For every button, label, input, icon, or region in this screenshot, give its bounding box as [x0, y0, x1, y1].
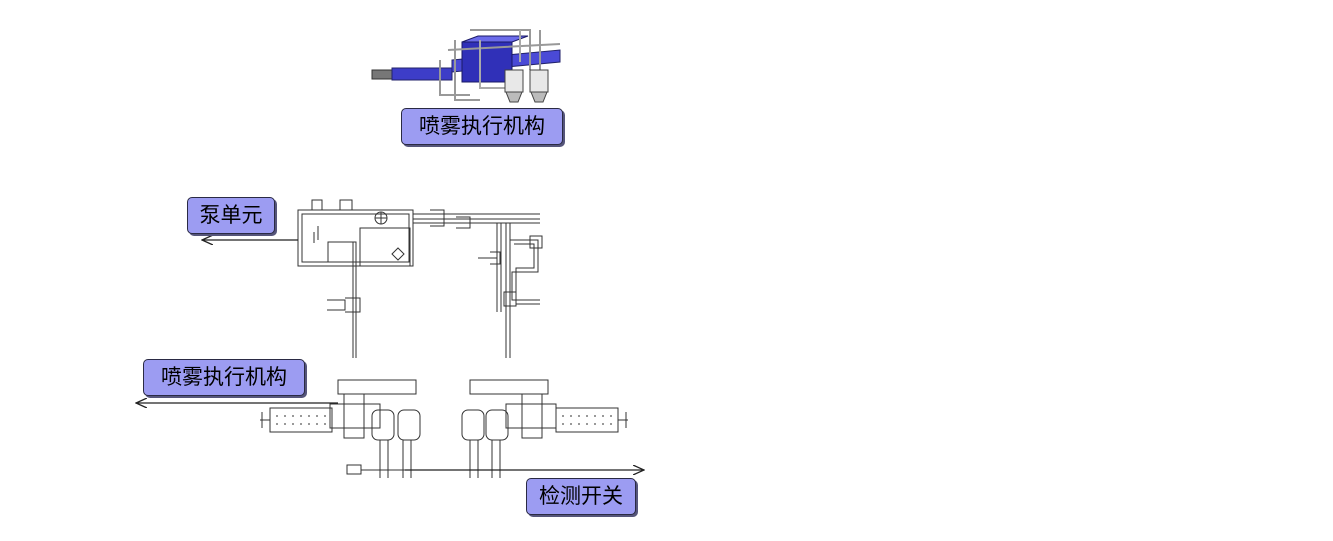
- label-top-spray-actuator: 喷雾执行机构: [401, 108, 563, 145]
- pump-unit-schematic: [297, 199, 543, 358]
- label-lower-spray-actuator: 喷雾执行机构: [143, 359, 305, 396]
- label-detection-switch: 检测开关: [526, 478, 636, 515]
- label-pump-unit: 泵单元: [187, 197, 275, 234]
- spray-actuator-schematic: [260, 379, 628, 478]
- spray-actuator-3d-illustration: [371, 29, 561, 103]
